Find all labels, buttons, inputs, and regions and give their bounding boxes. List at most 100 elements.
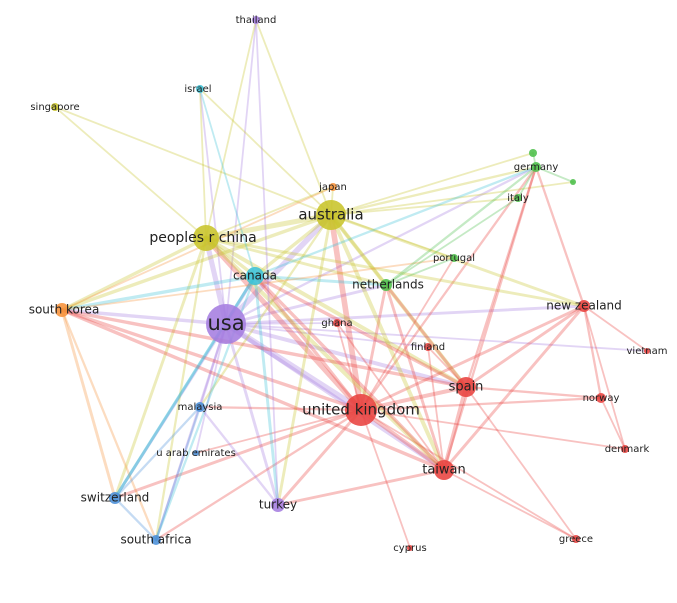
edge-united_kingdom-u_arab_emirates [195,409,362,454]
label-singapore: singapore [30,102,79,113]
node-taiwan[interactable] [434,460,454,480]
edge-usa-spain [224,322,468,389]
edge-peoples_r_china-new_zealand [204,236,586,308]
edge-usa-thailand [225,19,257,325]
edge-spain-new_zealand [464,304,586,389]
edge-united_kingdom-canada [253,274,363,412]
edge-usa-australia [223,212,334,327]
node-malaysia[interactable] [195,402,205,412]
node-united-kingdom[interactable] [345,394,377,426]
node-spain[interactable] [456,377,476,397]
node-layer [51,16,650,551]
edge-norway-denmark [600,397,626,450]
edge-united_kingdom-switzerland [113,408,363,500]
edge-taiwan-new_zealand [442,304,586,472]
edge-new_zealand-vietnam [583,305,648,352]
node-south-africa[interactable] [151,535,161,545]
node-ghana[interactable] [333,319,341,327]
node-singapore[interactable] [51,103,59,111]
edge-united_kingdom-new_zealand [359,304,586,412]
node-vietnam[interactable] [644,348,650,354]
node-greece[interactable] [572,535,580,543]
node-italy[interactable] [514,194,522,202]
edge-united_kingdom-south_korea [60,308,363,412]
label-australia: australia [298,206,363,224]
label-israel: israel [184,84,211,95]
edge-netherlands-portugal [385,257,455,286]
label-canada: canada [233,269,277,283]
edge-switzerland-malaysia [113,405,202,500]
edge-taiwan-greece [443,469,577,540]
edge-australia-israel [199,88,332,216]
node-finland[interactable] [424,343,432,351]
node-portugal[interactable] [450,254,458,262]
edge-south_korea-south_africa [60,308,158,542]
edge-new_zealand-norway [582,304,603,400]
label-united-kingdom: united kingdom [302,401,420,419]
edge-united_kingdom-germany [359,165,538,412]
edge-canada-spain [253,274,468,389]
node-germany[interactable] [531,162,541,172]
node-cyprus[interactable] [407,545,413,551]
label-japan: japan [318,182,347,193]
node-japan[interactable] [329,183,337,191]
edge-taiwan-germany [442,165,538,472]
label-south-korea: south korea [29,303,100,317]
label-portugal: portugal [433,253,475,264]
edge-germany-italy [517,166,537,199]
edge-australia-new_zealand [329,213,586,308]
edge-peoples_r_china-netherlands [204,236,388,287]
edge-united_kingdom-netherlands [359,283,388,412]
node-switzerland[interactable] [109,492,121,504]
label-germany: germany [514,162,559,173]
edge-usa-united_kingdom [222,320,365,414]
node-australia[interactable] [316,200,346,230]
edge-peoples_r_china-switzerland [113,236,208,500]
edge-united_kingdom-taiwan [359,408,446,472]
node-netherlands[interactable] [380,279,392,291]
node-germany-2[interactable] [529,149,537,157]
node-norway[interactable] [596,393,606,403]
edge-peoples_r_china-south_korea [60,236,208,312]
edge-spain-netherlands [384,283,468,389]
label-spain: spain [449,380,484,395]
edge-united_kingdom-peoples_r_china [203,235,364,413]
node-peoples-r-china[interactable] [193,225,219,251]
label-new-zealand: new zealand [546,299,622,313]
node-usa[interactable] [206,304,246,344]
edge-usa-u_arab_emirates [195,323,227,454]
node-israel[interactable] [196,85,204,93]
edge-canada-taiwan [253,274,446,472]
node-turkey[interactable] [271,498,285,512]
label-u-arab-emirates: u arab emirates [156,448,236,459]
edge-australia-spain [329,213,468,389]
node-thailand[interactable] [252,16,260,24]
node-south-korea[interactable] [55,303,69,317]
label-netherlands: netherlands [352,278,424,292]
label-taiwan: taiwan [422,463,466,478]
label-norway: norway [583,393,620,404]
edge-united_kingdom-greece [360,409,577,540]
node-new-zealand[interactable] [578,300,590,312]
edge-australia-turkey [276,213,333,507]
edge-usa-new_zealand [224,304,586,326]
edge-united_kingdom-cyprus [360,409,411,549]
edge-australia-south_korea [60,213,333,312]
edge-usa-israel [199,88,227,325]
edge-australia-singapore [54,106,332,216]
label-south-africa: south africa [120,533,191,547]
node-u-arab-emirates[interactable] [193,450,199,456]
edge-australia-germany_2 [330,152,534,216]
label-turkey: turkey [259,498,297,512]
node-canada[interactable] [246,267,264,285]
edge-taiwan-finland [427,346,445,471]
edge-usa-south_africa [154,322,228,542]
edge-spain-germany [464,165,538,389]
node-denmark[interactable] [621,445,629,453]
edge-usa-germany [224,165,538,326]
node-germany-3[interactable] [570,179,576,185]
edge-peoples_r_china-spain [204,236,468,389]
edge-australia-germany_3 [330,181,574,216]
